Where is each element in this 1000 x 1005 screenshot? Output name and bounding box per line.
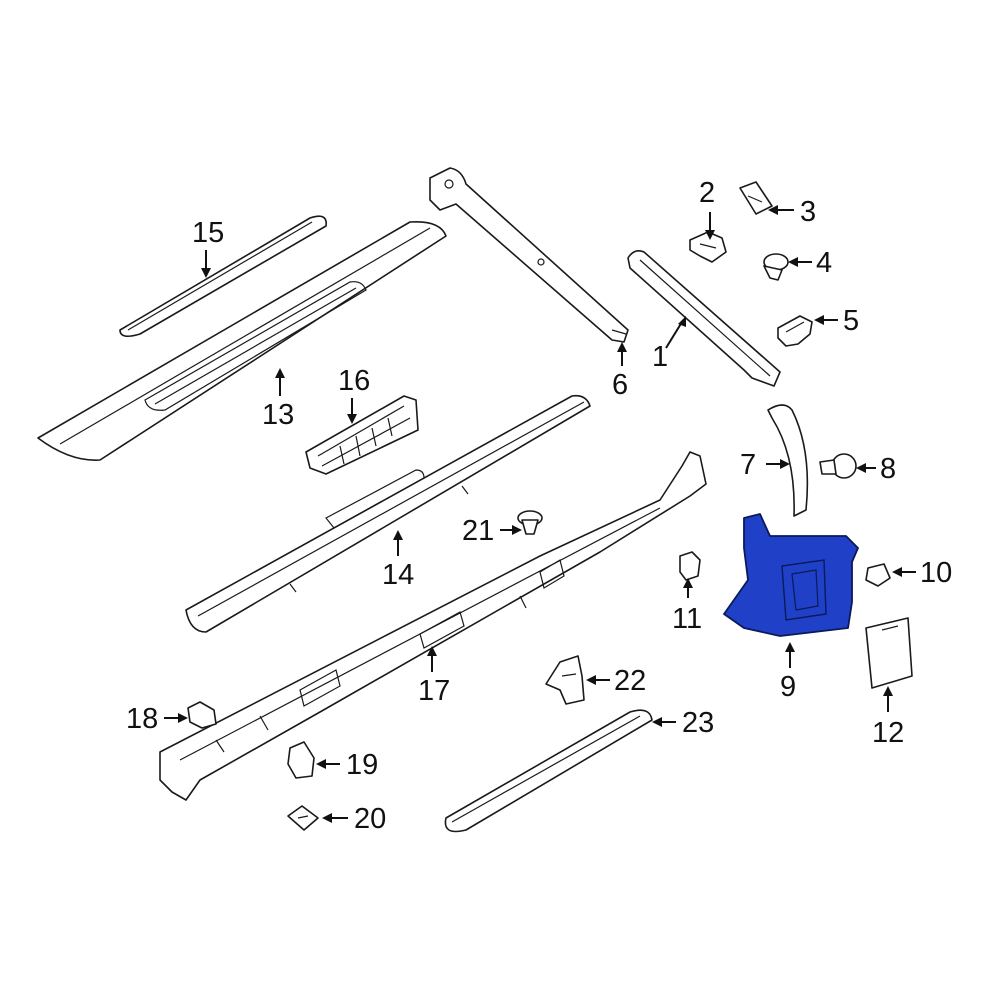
part-1-pillar-trim[interactable]	[627, 250, 781, 387]
part-10-clip[interactable]	[865, 563, 891, 587]
callout-7[interactable]: 7	[740, 449, 756, 481]
callout-6[interactable]: 6	[612, 369, 628, 401]
part-20-square-clip[interactable]	[287, 805, 319, 831]
part-18-clip[interactable]	[187, 701, 217, 729]
callout-13[interactable]: 13	[262, 399, 294, 431]
callout-8[interactable]: 8	[880, 453, 896, 485]
callout-10[interactable]: 10	[920, 557, 952, 589]
part-16-vent[interactable]	[305, 395, 419, 475]
part-9-quarter-trim[interactable]	[723, 513, 859, 637]
part-11-clip[interactable]	[679, 551, 701, 581]
callout-21[interactable]: 21	[462, 515, 494, 547]
part-2-clip[interactable]	[689, 231, 727, 263]
part-4-push-pin[interactable]	[763, 253, 789, 281]
part-8-pin[interactable]	[819, 453, 857, 479]
callout-15[interactable]: 15	[192, 217, 224, 249]
callout-11[interactable]: 11	[672, 603, 702, 635]
callout-20[interactable]: 20	[354, 803, 386, 835]
part-15-trim-strip[interactable]	[119, 215, 327, 338]
callout-17[interactable]: 17	[418, 675, 450, 707]
callout-2[interactable]: 2	[699, 177, 715, 209]
part-14-sill-plate[interactable]	[185, 394, 591, 633]
callout-3[interactable]: 3	[800, 196, 816, 228]
callout-22[interactable]: 22	[614, 665, 646, 697]
callout-labels: 1 2 3 4 5 6 7 8 9 10 11 12 13 14 15 16 1…	[126, 177, 952, 835]
callout-12[interactable]: 12	[872, 717, 904, 749]
callout-14[interactable]: 14	[382, 559, 414, 591]
part-13-sill-plate[interactable]	[37, 220, 447, 461]
part-3-plate[interactable]	[739, 181, 773, 215]
callout-23[interactable]: 23	[682, 707, 714, 739]
part-6-bracket-rod[interactable]	[429, 167, 629, 343]
part-22-bracket[interactable]	[545, 655, 585, 705]
callout-4[interactable]: 4	[816, 247, 832, 279]
callout-1[interactable]: 1	[652, 341, 668, 373]
callout-18[interactable]: 18	[126, 703, 158, 735]
part-12-panel[interactable]	[865, 617, 913, 689]
part-5-screw-clip[interactable]	[777, 315, 813, 347]
part-17-reinforcement[interactable]	[159, 451, 707, 801]
callout-9[interactable]: 9	[780, 671, 796, 703]
callout-leaders	[164, 205, 916, 823]
part-23-trim-strip[interactable]	[444, 709, 653, 833]
part-19-clip[interactable]	[287, 741, 315, 779]
callout-16[interactable]: 16	[338, 365, 370, 397]
part-7-curved-trim[interactable]	[767, 404, 809, 517]
callout-19[interactable]: 19	[346, 749, 378, 781]
part-21-fastener[interactable]	[517, 510, 543, 535]
callout-5[interactable]: 5	[843, 305, 859, 337]
